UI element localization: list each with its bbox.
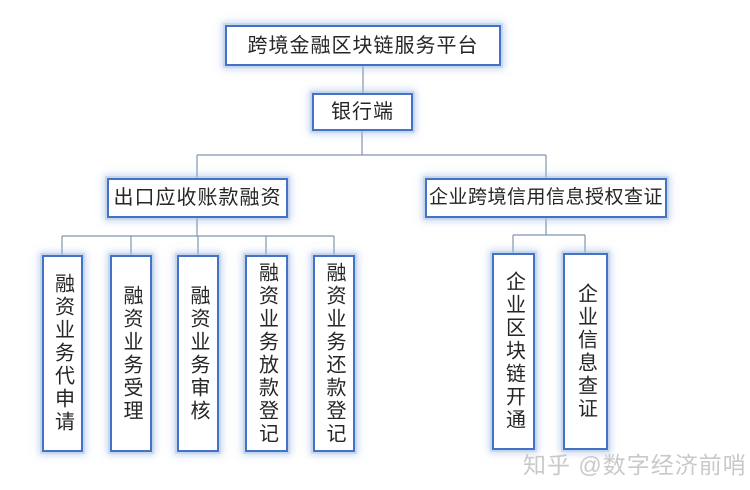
node-label: 融资业务还款登记 [323, 261, 345, 446]
node-export-receivables-financing: 出口应收账款融资 [107, 178, 288, 218]
node-credit-info-authorization-verification: 企业跨境信用信息授权查证 [425, 178, 667, 218]
node-label: 融资业务放款登记 [255, 261, 278, 446]
node-financing-proxy-application: 融资业务代申请 [42, 255, 83, 452]
node-label: 融资业务审核 [187, 284, 209, 423]
node-financing-acceptance: 融资业务受理 [110, 255, 152, 452]
node-financing-review: 融资业务审核 [177, 255, 219, 452]
node-label: 融资业务代申请 [51, 273, 74, 434]
node-label: 企业区块链开通 [502, 271, 525, 432]
node-financing-repayment-registration: 融资业务还款登记 [313, 255, 355, 452]
node-enterprise-info-verification: 企业信息查证 [563, 253, 608, 450]
node-label: 企业信息查证 [574, 282, 597, 421]
node-bank-side: 银行端 [312, 93, 413, 131]
node-financing-loan-registration: 融资业务放款登记 [245, 255, 288, 452]
node-enterprise-blockchain-activation: 企业区块链开通 [492, 253, 535, 450]
watermark: 知乎 @数字经济前哨 [523, 452, 747, 478]
node-label: 融资业务受理 [120, 284, 142, 423]
node-platform: 跨境金融区块链服务平台 [225, 25, 501, 66]
